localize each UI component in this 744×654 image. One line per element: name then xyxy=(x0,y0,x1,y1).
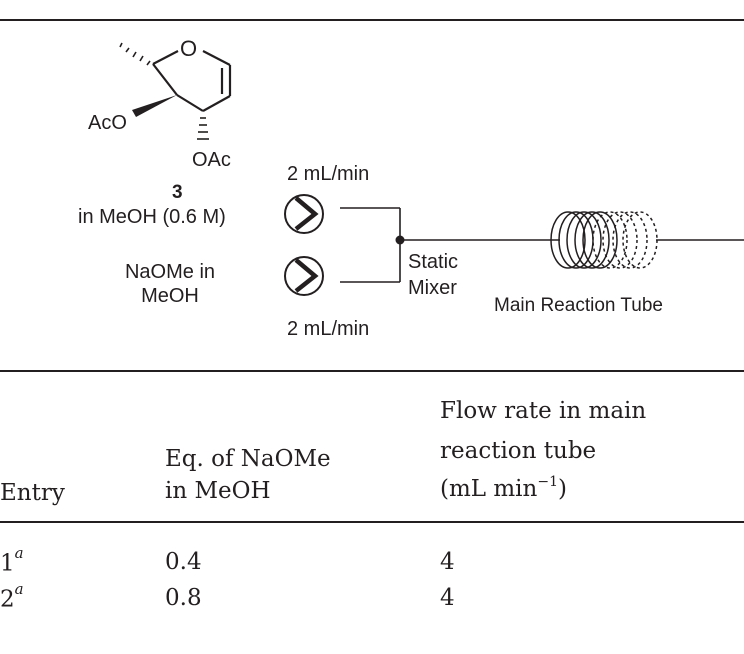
row-eq: 0.4 xyxy=(165,549,202,575)
reagent-label-line1: NaOMe in xyxy=(124,261,216,283)
glycal-structure xyxy=(119,42,232,140)
row-entry: 1a xyxy=(0,544,24,577)
header-flow-unit: (mL min−1) xyxy=(440,475,567,502)
pump-bottom xyxy=(284,256,324,296)
pump-top-rate: 2 mL/min xyxy=(287,163,370,185)
reaction-coil xyxy=(550,211,658,269)
flow-scheme: O AcO OAc xyxy=(88,36,744,296)
aco-label: AcO xyxy=(88,112,127,134)
header-bottom-rule xyxy=(0,521,744,523)
reactor-label: Main Reaction Tube xyxy=(494,295,663,316)
header-flow-line2: reaction tube xyxy=(440,438,597,464)
header-flow-line1: Flow rate in main xyxy=(440,398,647,424)
flow-unit-exp: −1 xyxy=(537,474,558,490)
mixer-label-line1: Static xyxy=(408,251,459,273)
row-flow: 4 xyxy=(440,549,455,575)
reagent-label-line2: MeOH xyxy=(141,285,199,307)
flow-unit-open: (mL min xyxy=(440,476,538,502)
tubing xyxy=(340,207,744,283)
header-eq-line1: Eq. of NaOMe xyxy=(165,446,331,472)
oac-label: OAc xyxy=(192,149,231,171)
pump-top xyxy=(284,194,324,234)
row-eq: 0.8 xyxy=(165,585,202,611)
table-top-rule xyxy=(0,19,744,21)
compound-solution-label: in MeOH (0.6 M) xyxy=(78,206,226,228)
pump-bottom-rate: 2 mL/min xyxy=(287,318,370,340)
header-eq-line2: in MeOH xyxy=(165,478,271,504)
ring-oxygen-label: O xyxy=(180,36,197,61)
flow-unit-close: ) xyxy=(558,476,567,502)
wedge-bond xyxy=(132,95,177,117)
header-entry: Entry xyxy=(0,480,65,506)
mixer-junction xyxy=(395,235,405,245)
mixer-label-line2: Mixer xyxy=(408,277,457,299)
row-entry: 2a xyxy=(0,580,24,613)
row-flow: 4 xyxy=(440,585,455,611)
header-top-rule xyxy=(0,370,744,372)
compound-number: 3 xyxy=(172,182,183,203)
